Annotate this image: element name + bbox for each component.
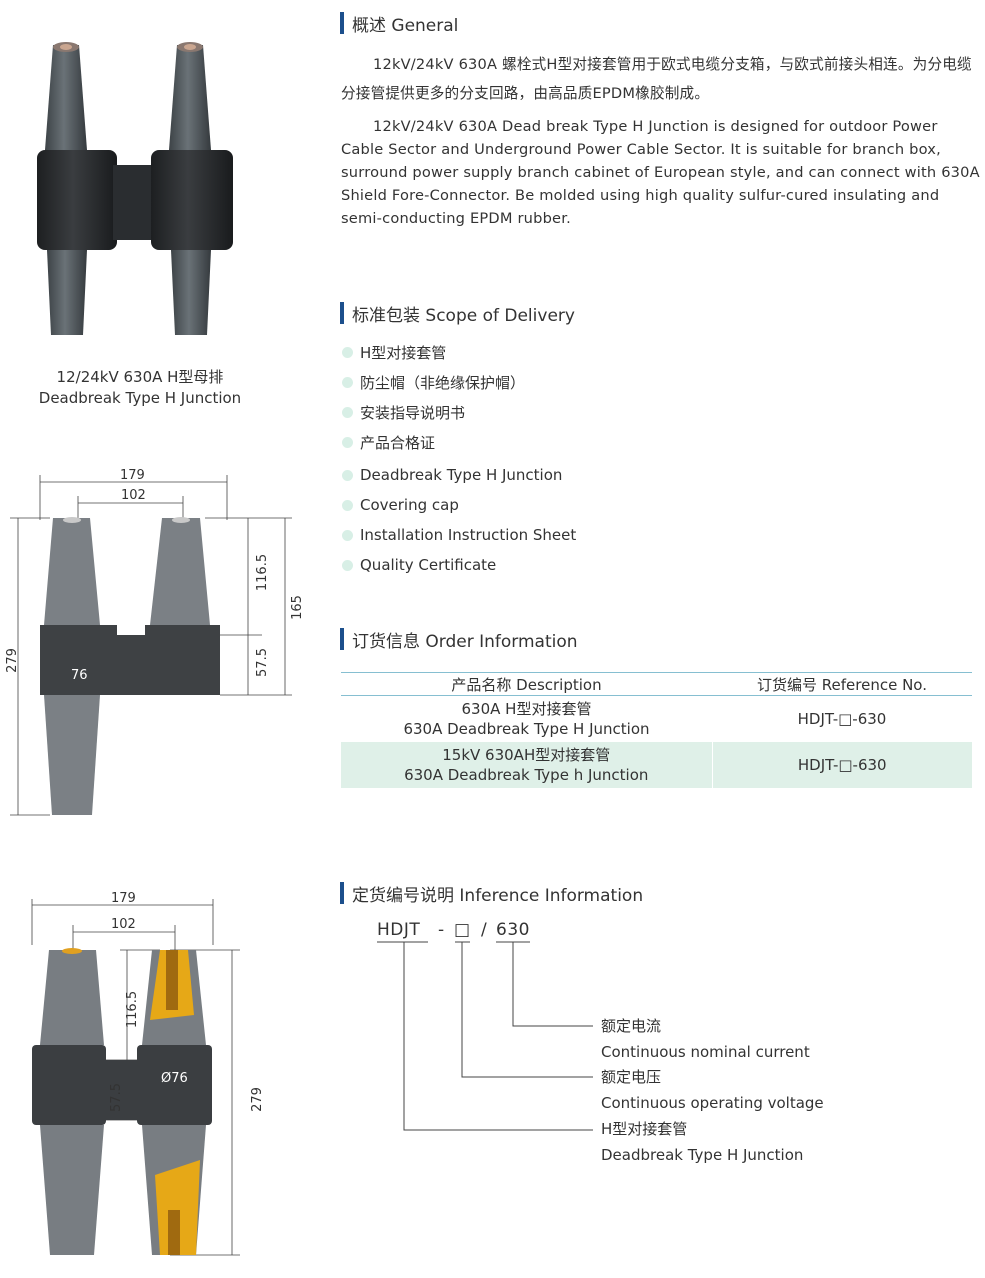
section-general: 概述 General [340, 10, 458, 36]
code-part-dash: - [438, 920, 445, 940]
list-item: Covering cap [342, 490, 742, 520]
section-order: 订货信息 Order Information [340, 626, 578, 652]
dim-76-bottom: Ø76 [161, 1071, 188, 1086]
general-cn-paragraph: 12kV/24kV 630A 螺栓式H型对接套管用于欧式电缆分支箱，与欧式前接头… [341, 50, 981, 108]
row-reference: HDJT-□-630 [711, 742, 972, 788]
general-title: 概述 General [352, 15, 459, 36]
bullet-icon [342, 346, 353, 358]
section-delivery: 标准包装 Scope of Delivery [340, 300, 575, 326]
header-description: 产品名称 Description [341, 672, 712, 696]
inference-label-voltage: 额定电压 Continuous operating voltage [601, 1068, 824, 1112]
code-part-630: 630 [496, 920, 530, 940]
dim-279-top: 279 [4, 648, 20, 673]
delivery-title: 标准包装 Scope of Delivery [352, 305, 575, 326]
dim-1165-bottom: 116.5 [125, 990, 141, 1029]
dimension-drawing-top [10, 475, 292, 816]
section-marker [340, 628, 344, 650]
bullet-icon [342, 406, 353, 418]
section-marker [340, 882, 344, 904]
inference-label-type: H型对接套管 Deadbreak Type H Junction [601, 1120, 804, 1164]
dim-102-top: 102 [121, 488, 146, 503]
dim-279-bottom: 279 [249, 1087, 265, 1112]
dim-179-bottom: 179 [111, 891, 136, 906]
list-item: 安装指导说明书 [342, 397, 742, 427]
list-item: Quality Certificate [342, 550, 742, 580]
dim-76-top: 76 [71, 668, 88, 683]
bullet-icon [342, 499, 353, 511]
product-caption: 12/24kV 630A H型母排 Deadbreak Type H Junct… [20, 367, 260, 409]
list-item: 产品合格证 [342, 427, 742, 457]
bullet-icon [342, 376, 353, 388]
bullet-icon [342, 469, 353, 481]
dim-575-top: 57.5 [254, 648, 270, 677]
list-item: 防尘帽（非绝缘保护帽） [342, 367, 742, 397]
header-reference: 订货编号 Reference No. [712, 672, 972, 696]
general-en-text: 12kV/24kV 630A Dead break Type H Junctio… [341, 118, 980, 227]
caption-line-2: Deadbreak Type H Junction [38, 389, 242, 407]
section-marker [340, 302, 344, 324]
inference-title: 定货编号说明 Inference Information [352, 885, 644, 906]
row-description: 630A H型对接套管 630A Deadbreak Type H Juncti… [403, 700, 650, 738]
list-item: Installation Instruction Sheet [342, 520, 742, 550]
caption-line-1: 12/24kV 630A H型母排 [56, 368, 224, 386]
table-row: 630A H型对接套管 630A Deadbreak Type H Juncti… [341, 696, 972, 743]
bullet-icon [342, 529, 353, 541]
dimension-drawing-bottom [31, 899, 240, 1256]
general-cn-text: 12kV/24kV 630A 螺栓式H型对接套管用于欧式电缆分支箱，与欧式前接头… [341, 56, 972, 102]
row-reference: HDJT-□-630 [797, 710, 887, 728]
bullet-icon [342, 436, 353, 448]
dim-1165-top: 116.5 [255, 553, 271, 592]
section-inference: 定货编号说明 Inference Information [340, 880, 643, 906]
dim-165-top: 165 [289, 595, 305, 620]
general-en-paragraph: 12kV/24kV 630A Dead break Type H Junctio… [341, 115, 981, 230]
order-title: 订货信息 Order Information [352, 631, 578, 652]
list-item: Deadbreak Type H Junction [342, 460, 742, 490]
code-part-hdjt: HDJT [377, 920, 421, 940]
order-table: 产品名称 Description 订货编号 Reference No. 630A… [341, 672, 972, 788]
delivery-list: H型对接套管 防尘帽（非绝缘保护帽） 安装指导说明书 产品合格证 Deadbre… [342, 337, 742, 580]
dim-102-bottom: 102 [111, 917, 136, 932]
dim-575-bottom: 57.5 [108, 1083, 124, 1112]
inference-leader-lines [377, 941, 593, 1131]
table-row: 15kV 630AH型对接套管 630A Deadbreak Type h Ju… [341, 742, 972, 788]
code-part-box: □ [454, 920, 471, 940]
list-item: H型对接套管 [342, 337, 742, 367]
code-part-slash: / [481, 920, 488, 940]
inference-label-current: 额定电流 Continuous nominal current [601, 1017, 810, 1061]
row-description: 15kV 630AH型对接套管 630A Deadbreak Type h Ju… [341, 742, 712, 788]
product-photo [37, 42, 233, 335]
dim-179-top: 179 [120, 468, 145, 483]
table-header-row: 产品名称 Description 订货编号 Reference No. [341, 672, 972, 696]
section-marker [340, 12, 344, 34]
bullet-icon [342, 559, 353, 571]
